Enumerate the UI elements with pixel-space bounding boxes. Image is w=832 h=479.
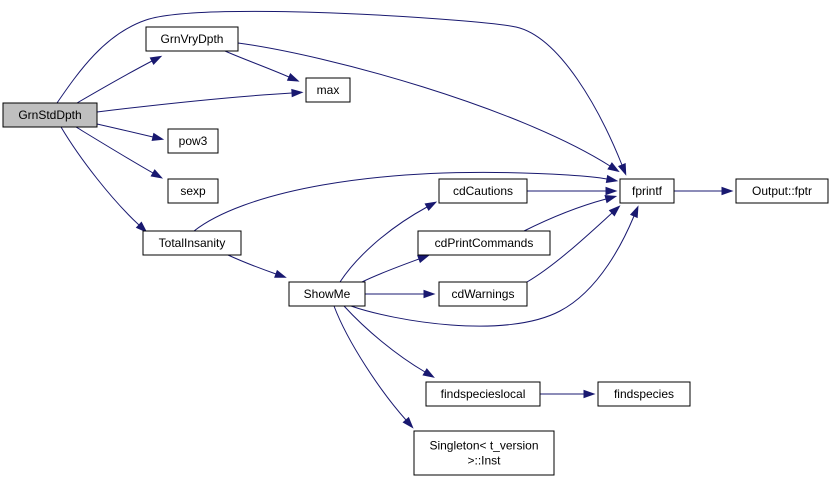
- edge-grnvrydpth-to-fprintf: [237, 42, 620, 173]
- node-label: cdWarnings: [452, 287, 515, 301]
- edge-fprintf-to-output_fptr: [674, 186, 734, 196]
- edge-grnvrydpth-to-max: [224, 50, 300, 82]
- edge-showme-to-singleton_inst: [333, 305, 414, 429]
- node-label: max: [317, 83, 340, 97]
- edge-showme-to-findspecieslocal: [343, 305, 435, 378]
- node-cdcautions[interactable]: cdCautions: [438, 178, 528, 204]
- edge-grnstddpth-to-sexp: [75, 126, 164, 179]
- node-label: GrnVryDpth: [161, 32, 224, 46]
- node-label: cdPrintCommands: [435, 236, 534, 250]
- node-totalinsanity[interactable]: TotalInsanity: [142, 230, 242, 256]
- node-singleton_inst[interactable]: Singleton< t_version>::Inst: [413, 430, 555, 476]
- node-label: GrnStdDpth: [18, 108, 81, 122]
- edge-totalinsanity-to-showme: [227, 254, 287, 278]
- node-label: cdCautions: [453, 184, 513, 198]
- node-label: >::Inst: [467, 454, 501, 468]
- node-findspecies[interactable]: findspecies: [597, 381, 691, 407]
- node-findspecieslocal[interactable]: findspecieslocal: [425, 381, 541, 407]
- edge-showme-to-cdcautions: [339, 201, 438, 283]
- node-cdwarnings[interactable]: cdWarnings: [438, 281, 528, 307]
- edge-cdprintcommands-to-fprintf: [523, 195, 618, 232]
- edge-grnstddpth-to-max: [96, 88, 304, 113]
- node-label: pow3: [179, 134, 208, 148]
- edges-layer: [56, 10, 734, 429]
- edge-showme-to-cdwarnings: [364, 289, 436, 299]
- node-cdprintcommands[interactable]: cdPrintCommands: [417, 230, 551, 256]
- edge-grnstddpth-to-totalinsanity: [60, 126, 148, 233]
- edge-grnstddpth-to-grnvrydpth: [76, 55, 163, 104]
- node-grnvrydpth[interactable]: GrnVryDpth: [145, 26, 239, 52]
- node-fprintf[interactable]: fprintf: [619, 178, 675, 204]
- node-label: sexp: [180, 184, 206, 198]
- node-label: ShowMe: [304, 287, 351, 301]
- edge-findspecieslocal-to-findspecies: [540, 389, 596, 399]
- node-output_fptr[interactable]: Output::fptr: [735, 178, 829, 204]
- node-showme[interactable]: ShowMe: [288, 281, 366, 307]
- node-label: TotalInsanity: [159, 236, 226, 250]
- edge-showme-to-cdprintcommands: [361, 254, 430, 283]
- node-label: Singleton< t_version: [429, 439, 538, 453]
- node-max[interactable]: max: [305, 77, 351, 103]
- edge-cdwarnings-to-fprintf: [526, 205, 621, 283]
- node-label: Output::fptr: [752, 184, 812, 198]
- node-pow3[interactable]: pow3: [167, 128, 219, 154]
- edge-cdcautions-to-fprintf: [527, 186, 618, 196]
- node-sexp[interactable]: sexp: [167, 178, 219, 204]
- node-label: fprintf: [632, 184, 663, 198]
- edge-totalinsanity-to-fprintf: [193, 171, 619, 232]
- edge-grnstddpth-to-pow3: [96, 123, 165, 141]
- nodes-layer: GrnStdDpth GrnVryDpth max pow3 sexpTotalInsa…: [2, 26, 829, 476]
- edge-grnstddpth-to-fprintf: [56, 10, 627, 176]
- node-label: findspecies: [614, 387, 674, 401]
- node-label: findspecieslocal: [441, 387, 526, 401]
- edge-showme-to-fprintf: [350, 205, 639, 327]
- node-grnstddpth[interactable]: GrnStdDpth: [2, 102, 98, 128]
